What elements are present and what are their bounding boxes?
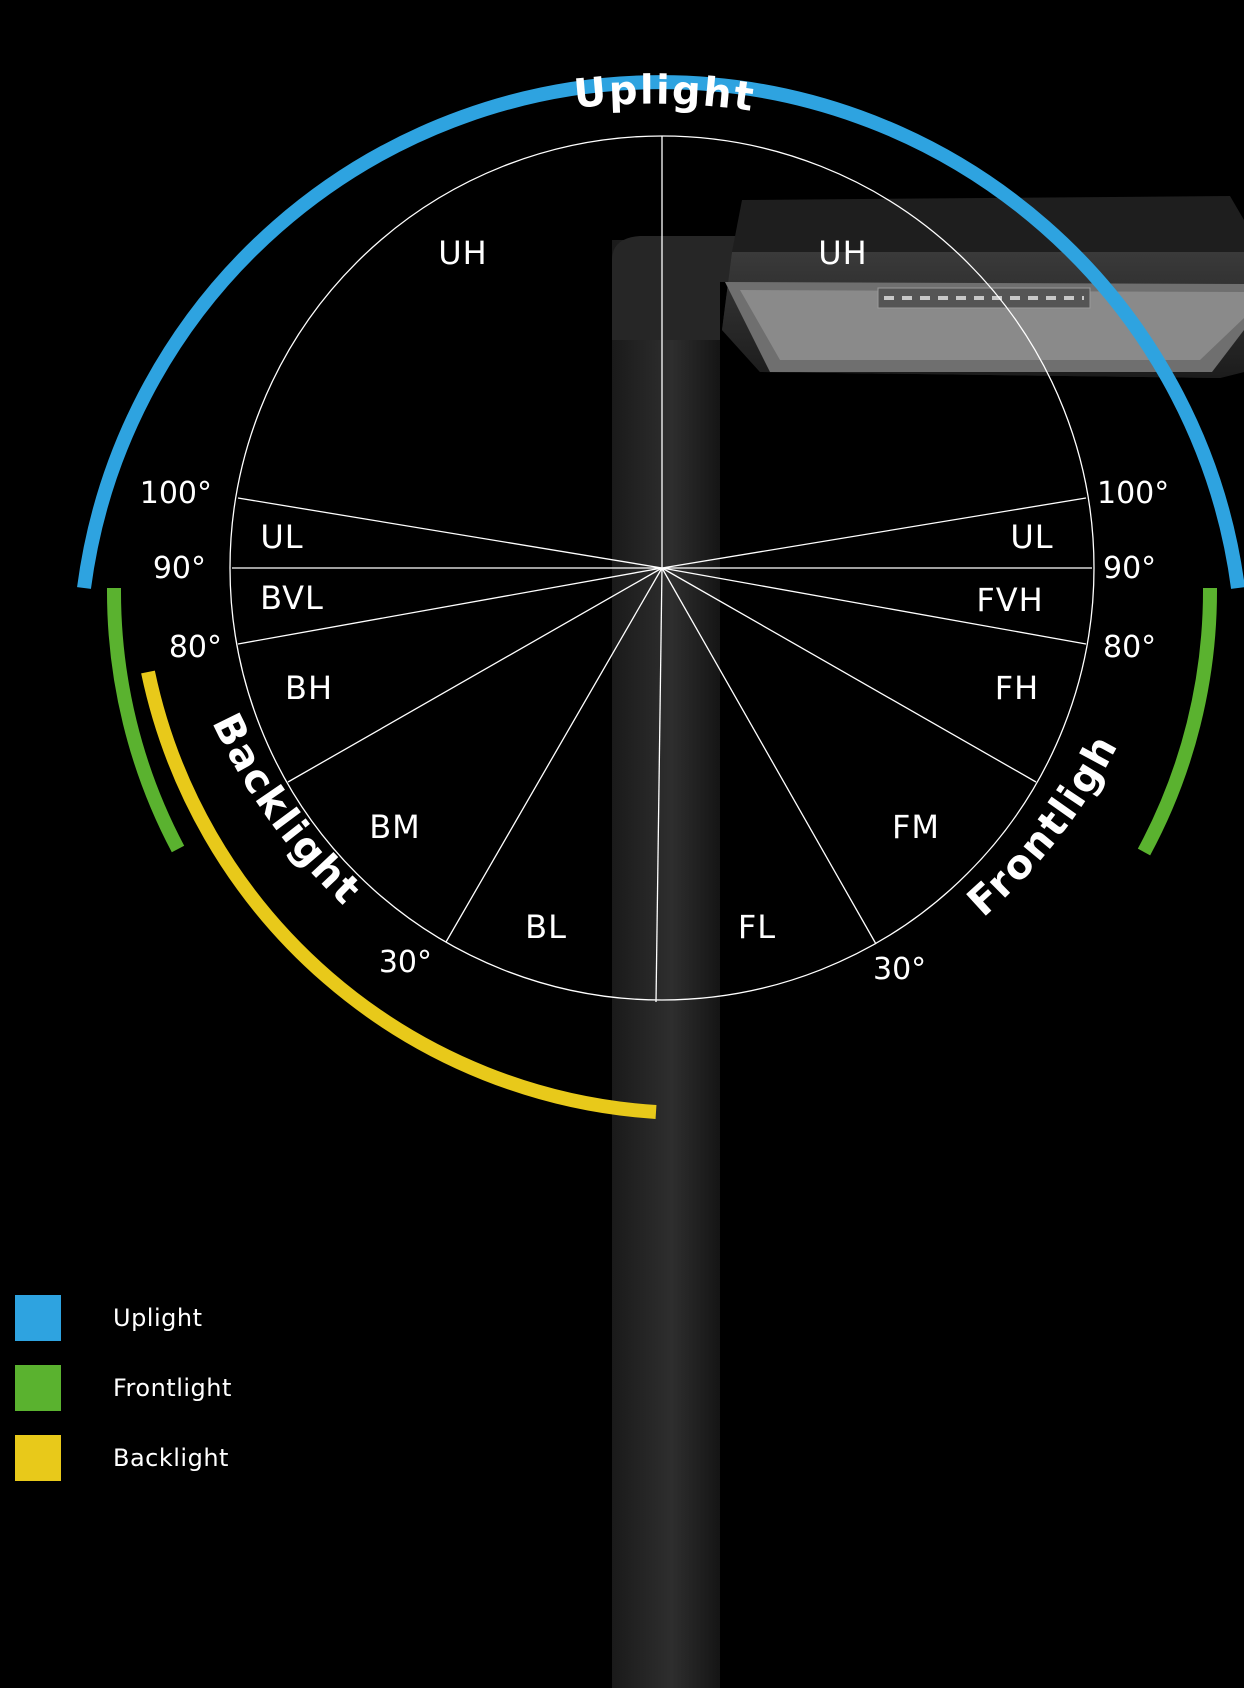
angle-label-left-90: 90°	[153, 551, 206, 586]
zone-bl: BL	[525, 908, 567, 946]
backlight-arc	[141, 670, 657, 1119]
zone-bm: BM	[369, 808, 421, 846]
zone-uh-left: UH	[438, 234, 487, 272]
zone-fh: FH	[995, 669, 1039, 707]
legend-swatch-frontlight	[15, 1365, 61, 1411]
frontlight-arc-left	[106, 587, 185, 853]
spoke-30-left	[445, 567, 663, 943]
lamp-pole-icon	[612, 236, 760, 1688]
zone-bvl: BVL	[260, 579, 324, 617]
backlight-arc-label: Backlight	[203, 706, 370, 914]
legend-swatch-uplight	[15, 1295, 61, 1341]
angle-label-left-30: 30°	[379, 945, 432, 980]
angle-label-left-100: 100°	[140, 476, 212, 511]
street-light-luminaire-icon	[722, 196, 1244, 378]
zone-ul-right: UL	[1010, 518, 1053, 556]
zone-fm: FM	[892, 808, 940, 846]
legend-label-uplight: Uplight	[113, 1304, 203, 1332]
angle-label-left-80: 80°	[169, 630, 222, 665]
legend: Uplight Frontlight Backlight	[15, 1295, 335, 1505]
frontlight-arc-right	[1137, 587, 1218, 856]
zone-bh: BH	[285, 669, 333, 707]
spoke-60-left	[287, 567, 663, 783]
zone-grid	[229, 135, 1095, 1003]
zone-ul-left: UL	[260, 518, 303, 556]
spoke-100-right	[661, 497, 1087, 569]
zone-fvh: FVH	[976, 581, 1043, 619]
legend-label-backlight: Backlight	[113, 1444, 229, 1472]
uplight-arc	[77, 75, 1244, 589]
legend-label-frontlight: Frontlight	[113, 1374, 232, 1402]
angle-label-right-90: 90°	[1103, 551, 1156, 586]
zone-uh-right: UH	[818, 234, 867, 272]
uplight-arc-label: Uplight	[572, 68, 758, 121]
spoke-80-left	[237, 567, 663, 645]
spoke-80-right	[661, 567, 1087, 645]
spoke-60-right	[661, 567, 1037, 783]
spoke-30-right	[661, 567, 877, 945]
spoke-100-left	[237, 497, 663, 569]
frontlight-arc-label: Frontlight	[0, 0, 1128, 926]
legend-item-frontlight: Frontlight	[15, 1365, 335, 1411]
legend-item-uplight: Uplight	[15, 1295, 335, 1341]
zone-fl: FL	[738, 908, 776, 946]
legend-swatch-backlight	[15, 1435, 61, 1481]
angle-label-right-80: 80°	[1103, 630, 1156, 665]
angle-label-right-30: 30°	[873, 952, 926, 987]
angle-label-right-100: 100°	[1097, 476, 1169, 511]
spoke-vertical-down	[655, 567, 663, 1003]
legend-item-backlight: Backlight	[15, 1435, 335, 1481]
